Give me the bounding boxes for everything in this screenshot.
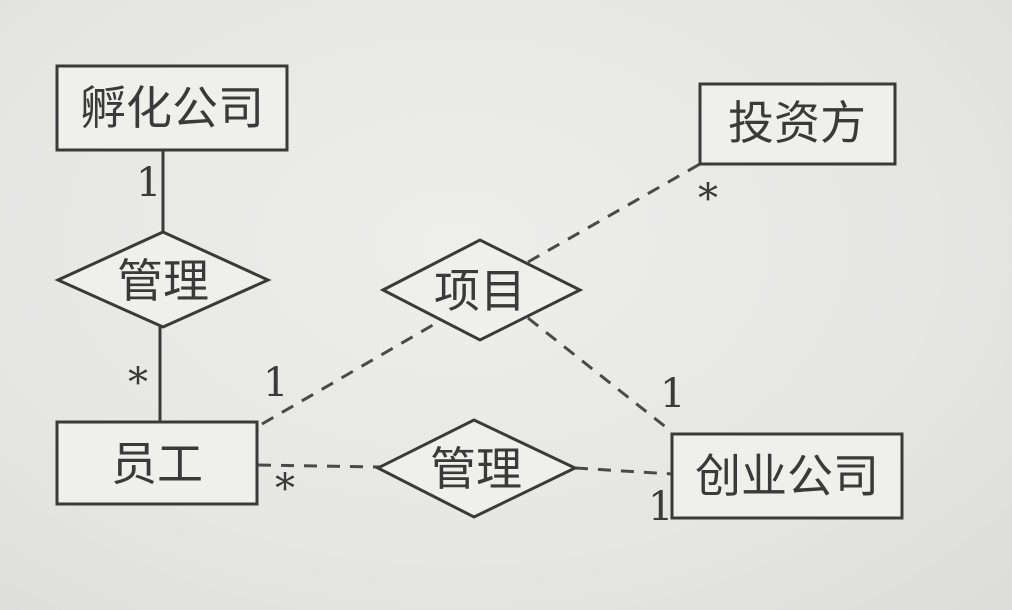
cardinality-employee-manage: *: [275, 466, 295, 512]
cardinality-startup-manage: 1: [648, 484, 673, 530]
relationship-manage-bottom-label: 管理: [430, 442, 522, 496]
entity-investor: 投资方: [698, 82, 897, 166]
relationship-manage-top-label: 管理: [117, 254, 209, 308]
relationship-project: 项目: [379, 238, 584, 342]
line-project-investor: [527, 162, 701, 264]
line-employee-project: [261, 316, 446, 426]
cardinality-startup-project: 1: [660, 371, 685, 417]
relationship-manage-top: 管理: [54, 230, 272, 329]
entity-employee-label: 员工: [111, 437, 203, 491]
entity-investor-label: 投资方: [728, 96, 866, 150]
relationship-manage-bottom: 管理: [374, 418, 579, 519]
line-employee-manage: [257, 463, 381, 469]
entity-startup-label: 创业公司: [695, 449, 879, 503]
cardinality-incubator-manage: 1: [136, 160, 161, 206]
entity-incubator-label: 孵化公司: [80, 81, 264, 135]
entity-incubator: 孵化公司: [55, 64, 289, 152]
cardinality-investor-project: *: [698, 176, 718, 222]
entity-startup: 创业公司: [670, 432, 904, 520]
line-manage-startup: [574, 466, 673, 476]
entity-employee: 员工: [55, 420, 259, 506]
cardinality-manage-employee: *: [128, 360, 148, 406]
line-project-startup: [527, 316, 673, 434]
relationship-project-label: 项目: [434, 264, 526, 318]
cardinality-employee-project: 1: [263, 360, 288, 406]
